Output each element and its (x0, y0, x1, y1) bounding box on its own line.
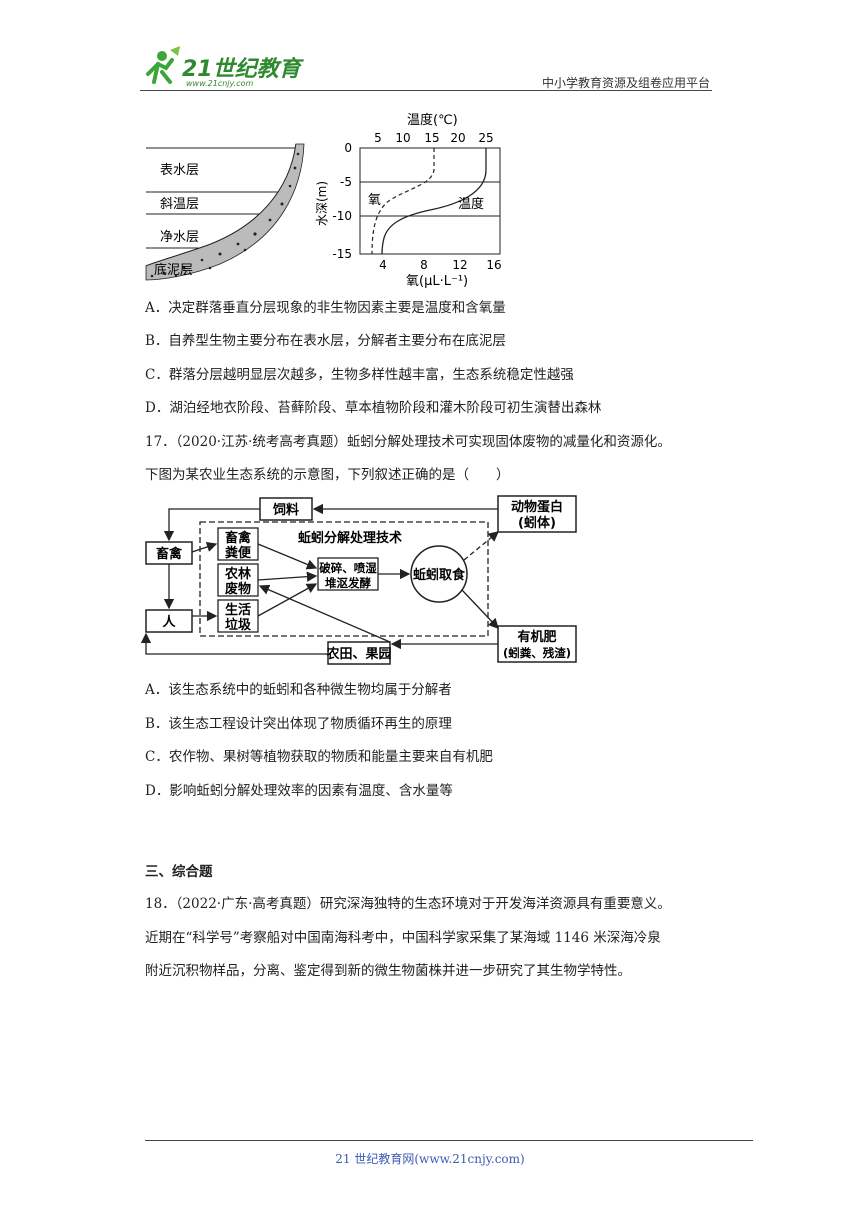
worm-feeding-circle (410, 545, 468, 603)
layer-surface: 表水层 (160, 163, 199, 178)
bottom-tick: 16 (486, 258, 501, 272)
depth-chart: 温度(℃) 5 10 15 20 25 0 -5 -10 -15 水深(m) 氧… (315, 112, 502, 288)
lake-stratification-figure: 表水层 斜温层 净水层 底泥层 温度(℃) 5 10 15 20 25 0 -5… (145, 112, 502, 288)
layer-sediment: 底泥层 (154, 262, 193, 278)
q16-option-a: A．决定群落垂直分层现象的非生物因素主要是温度和含氧量 (145, 300, 506, 316)
y-tick: -10 (332, 209, 352, 223)
flow-arrows (140, 503, 500, 655)
q18-line1: 18．（2022·广东·高考真题）研究深海独特的生态环境对于开发海洋资源具有重要… (145, 896, 671, 912)
temperature-label: 温度 (458, 196, 484, 212)
bottom-tick: 8 (420, 258, 428, 272)
manure-label-2: 粪便 (225, 545, 252, 561)
temperature-curve (381, 148, 487, 255)
layer-clear: 净水层 (160, 230, 199, 245)
worm-feeding-label: 蚯蚓取食 (413, 567, 466, 583)
q18-line3: 附近沉积物样品，分离、鉴定得到新的微生物菌株并进一步研究了其生物学特性。 (145, 963, 631, 979)
top-tick: 20 (450, 131, 465, 145)
top-tick: 5 (374, 131, 382, 145)
human-label: 人 (162, 614, 176, 630)
top-tick: 15 (424, 131, 439, 145)
livestock-label: 畜禽 (156, 546, 183, 562)
oxygen-curve (371, 148, 435, 255)
tech-region (199, 521, 489, 637)
q16-option-c: C．群落分层越明显层次越多，生物多样性越丰富，生态系统稳定性越强 (145, 367, 574, 383)
y-tick: -15 (332, 247, 352, 261)
organic-fertilizer-box (497, 625, 577, 663)
logo-text: 21世纪教育 (182, 56, 305, 82)
oxygen-label: 氧 (368, 193, 381, 208)
bottom-tick: 12 (452, 258, 467, 272)
forest-waste-label-1: 农林 (224, 566, 251, 582)
q17-option-c: C．农作物、果树等植物获取的物质和能量主要来自有机肥 (145, 749, 493, 765)
q17-option-a: A．该生态系统中的蚯蚓和各种微生物均属于分解者 (145, 682, 452, 698)
runner-icon (146, 46, 180, 84)
garbage-label-1: 生活 (225, 602, 251, 618)
top-axis-title: 温度(℃) (407, 112, 458, 128)
y-tick: 0 (344, 141, 352, 155)
organic-fertilizer-label: 有机肥 (517, 629, 556, 645)
manure-box (217, 527, 259, 561)
organic-fertilizer-sub: (蚓粪、残渣) (503, 646, 571, 660)
q17-stem-line2: 下图为某农业生态系统的示意图，下列叙述正确的是（ ） (145, 467, 510, 483)
q16-option-b: B．自养型生物主要分布在表水层，分解者主要分布在底泥层 (145, 333, 506, 349)
site-logo: 21世纪教育 www.21cnjy.com (146, 46, 305, 88)
footer-divider (145, 1140, 753, 1141)
agri-ecosystem-diagram: 饲料 动物蛋白 (蚓体) 畜禽 人 蚯蚓分解处理技术 畜禽 粪便 农林 废物 生… (140, 495, 577, 665)
platform-label: 中小学教育资源及组卷应用平台 (541, 76, 710, 90)
tech-title: 蚯蚓分解处理技术 (298, 530, 402, 546)
animal-protein-box (497, 495, 577, 533)
q17-option-d: D．影响蚯蚓分解处理效率的因素有温度、含水量等 (145, 783, 453, 799)
field-orchard-label: 农田、果园 (325, 646, 391, 662)
y-tick: -5 (340, 175, 352, 189)
y-axis-title: 水深(m) (315, 181, 329, 226)
q18-line2: 近期在“科学号”考察船对中国南海科考中，中国科学家采集了某海域 1146 米深海… (145, 930, 661, 946)
human-box (145, 609, 193, 633)
process-label-1: 破碎、喷湿 (319, 561, 377, 575)
logo-url: www.21cnjy.com (186, 79, 253, 88)
section-title: 三、综合题 (145, 864, 213, 880)
layer-thermocline: 斜温层 (160, 197, 199, 212)
q17-option-b: B．该生态工程设计突出体现了物质循环再生的原理 (145, 716, 452, 732)
q16-option-d: D．湖泊经地衣阶段、苔藓阶段、草本植物阶段和灌木阶段可初生演替出森林 (145, 400, 602, 416)
lake-basin-diagram: 表水层 斜温层 净水层 底泥层 (145, 143, 305, 281)
field-orchard-box (327, 641, 391, 665)
bottom-tick: 4 (379, 258, 387, 272)
footer-link[interactable]: 21 世纪教育网(www.21cnjy.com) (335, 1152, 525, 1166)
garbage-label-2: 垃圾 (225, 617, 252, 633)
process-label-2: 堆沤发酵 (325, 576, 371, 590)
header-divider (140, 90, 712, 91)
top-tick: 10 (395, 131, 410, 145)
animal-protein-label: 动物蛋白 (511, 499, 563, 515)
manure-label-1: 畜禽 (225, 530, 252, 546)
top-tick: 25 (478, 131, 493, 145)
bottom-axis-title: 氧(μL·L⁻¹) (406, 274, 468, 288)
animal-protein-sub: (蚓体) (518, 515, 556, 531)
feed-label: 饲料 (272, 502, 299, 518)
garbage-box (217, 599, 259, 633)
q17-stem-line1: 17．（2020·江苏·统考高考真题）蚯蚓分解处理技术可实现固体废物的减量化和资… (145, 434, 671, 450)
forest-waste-label-2: 废物 (225, 581, 251, 597)
